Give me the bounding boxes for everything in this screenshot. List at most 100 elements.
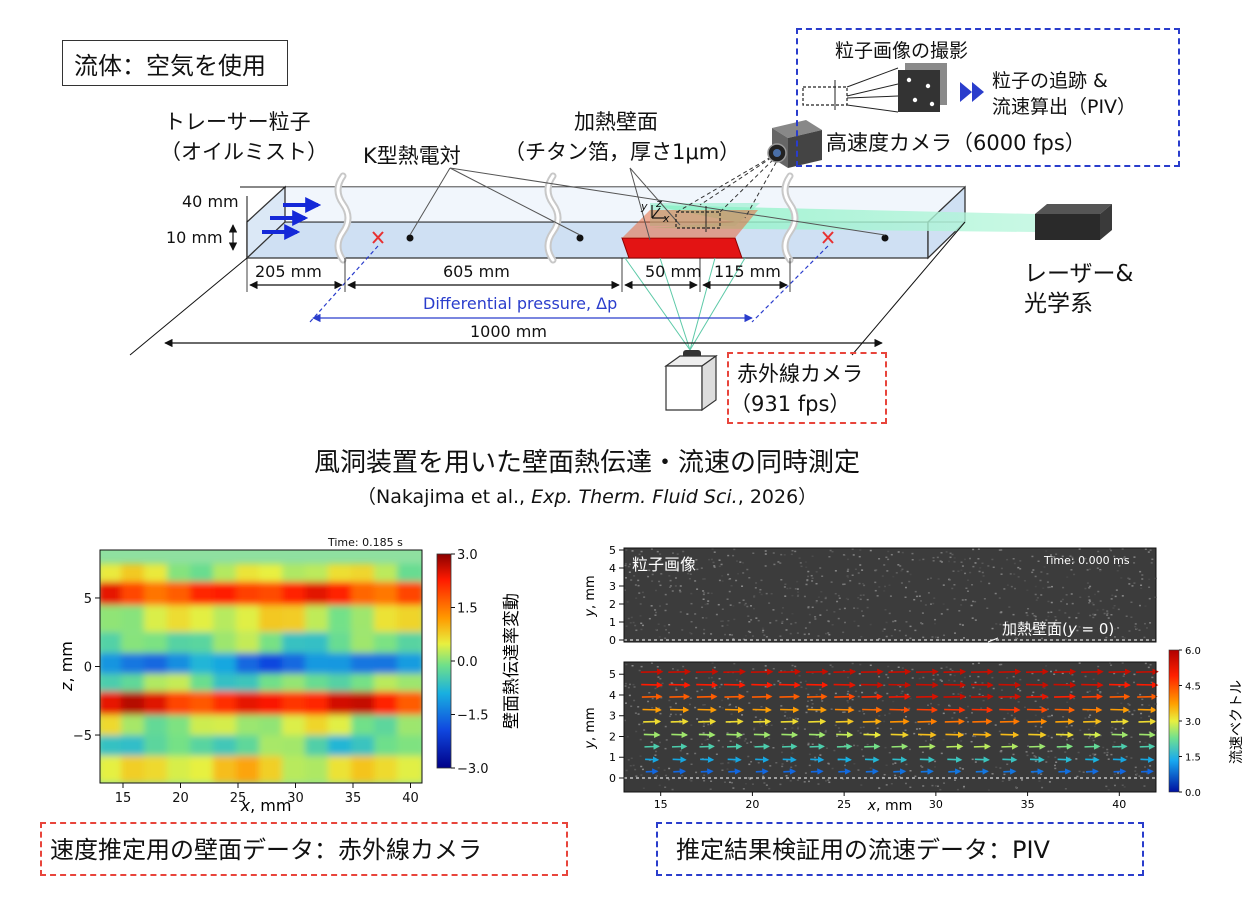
noise-speckle: [682, 564, 685, 567]
velocity-vector: [888, 681, 912, 689]
noise-speckle: [859, 598, 862, 601]
noise-speckle: [922, 636, 925, 639]
heated-wall-label-1: 加熱壁面: [574, 110, 658, 134]
noise-speckle: [819, 754, 822, 756]
noise-speckle: [746, 605, 749, 608]
noise-speckle: [849, 706, 852, 708]
noise-speckle: [857, 769, 860, 771]
noise-speckle: [657, 766, 660, 769]
noise-speckle: [945, 551, 948, 553]
noise-speckle: [843, 583, 846, 585]
velocity-vector: [915, 681, 939, 689]
noise-speckle: [755, 582, 758, 584]
noise-speckle: [878, 675, 881, 678]
noise-speckle: [718, 686, 721, 688]
noise-speckle: [875, 691, 878, 694]
noise-speckle: [772, 667, 775, 670]
noise-speckle: [972, 600, 975, 603]
velocity-vector: [970, 693, 994, 700]
particle-imaging-label: 粒子画像の撮影: [835, 40, 969, 62]
noise-speckle: [860, 784, 863, 786]
noise-speckle: [1012, 753, 1015, 756]
noise-speckle: [676, 669, 679, 671]
noise-speckle: [637, 706, 640, 708]
noise-speckle: [1088, 602, 1091, 604]
noise-speckle: [824, 731, 827, 733]
noise-speckle: [866, 606, 869, 609]
noise-speckle: [1107, 758, 1110, 760]
noise-speckle: [1089, 714, 1092, 716]
heatmap-colorbar-tick-label: −1.5: [457, 709, 489, 724]
noise-speckle: [1035, 599, 1038, 601]
noise-speckle: [748, 763, 751, 766]
noise-speckle: [804, 680, 807, 683]
noise-speckle: [803, 728, 806, 730]
noise-speckle: [687, 572, 690, 575]
heatmap-z-tick-label: 0: [84, 661, 92, 676]
noise-speckle: [748, 577, 751, 579]
heatmap-cell: [144, 691, 171, 719]
noise-speckle: [659, 677, 662, 680]
noise-speckle: [727, 573, 730, 576]
velocity-vector: [1003, 768, 1017, 775]
noise-speckle: [885, 621, 888, 624]
velocity-vector: [1084, 743, 1101, 750]
velocity-vector: [755, 756, 770, 763]
noise-speckle: [637, 579, 640, 582]
noise-speckle: [1114, 628, 1117, 630]
noise-speckle: [1141, 574, 1144, 576]
noise-speckle: [1010, 714, 1013, 717]
noise-speckle: [761, 631, 764, 633]
noise-speckle: [933, 766, 936, 768]
piv-top-y-tick-label: 3: [609, 580, 616, 593]
noise-speckle: [843, 745, 846, 747]
noise-speckle: [639, 755, 642, 757]
noise-speckle: [800, 686, 803, 688]
noise-speckle: [1026, 589, 1029, 592]
noise-speckle: [738, 601, 741, 604]
noise-speckle: [842, 631, 845, 634]
noise-speckle: [953, 584, 956, 586]
noise-speckle: [628, 571, 631, 573]
noise-speckle: [909, 769, 912, 772]
left-caption-box: [40, 822, 568, 876]
noise-speckle: [824, 632, 827, 635]
noise-speckle: [762, 775, 765, 778]
noise-speckle: [783, 586, 786, 588]
noise-speckle: [909, 786, 912, 789]
noise-speckle: [815, 694, 818, 696]
noise-speckle: [687, 563, 690, 566]
noise-speckle: [651, 697, 654, 700]
noise-speckle: [1055, 553, 1058, 555]
noise-speckle: [807, 743, 810, 746]
noise-speckle: [932, 602, 935, 605]
noise-speckle: [701, 617, 704, 619]
noise-speckle: [857, 730, 860, 732]
noise-speckle: [1148, 597, 1151, 600]
noise-speckle: [785, 775, 788, 777]
noise-speckle: [933, 622, 936, 625]
noise-speckle: [886, 692, 889, 695]
noise-speckle: [710, 676, 713, 679]
piv-bottom-y-tick-label: 2: [609, 730, 616, 743]
noise-speckle: [842, 554, 845, 556]
noise-speckle: [1114, 728, 1117, 730]
dim-50mm: 50 mm: [645, 262, 702, 281]
noise-speckle: [634, 712, 637, 714]
noise-speckle: [885, 673, 888, 676]
noise-speckle: [647, 575, 650, 578]
noise-speckle: [626, 601, 629, 603]
noise-speckle: [1071, 602, 1074, 605]
noise-speckle: [983, 731, 986, 734]
noise-speckle: [674, 702, 677, 705]
noise-speckle: [974, 761, 977, 763]
noise-speckle: [668, 699, 671, 702]
noise-speckle: [1099, 691, 1102, 693]
noise-speckle: [1050, 611, 1053, 613]
noise-speckle: [1133, 681, 1136, 684]
heatmap-time-label: Time: 0.185 s: [327, 536, 403, 549]
noise-speckle: [914, 629, 917, 632]
noise-speckle: [1062, 716, 1065, 718]
noise-speckle: [718, 677, 721, 680]
noise-speckle: [888, 712, 891, 715]
